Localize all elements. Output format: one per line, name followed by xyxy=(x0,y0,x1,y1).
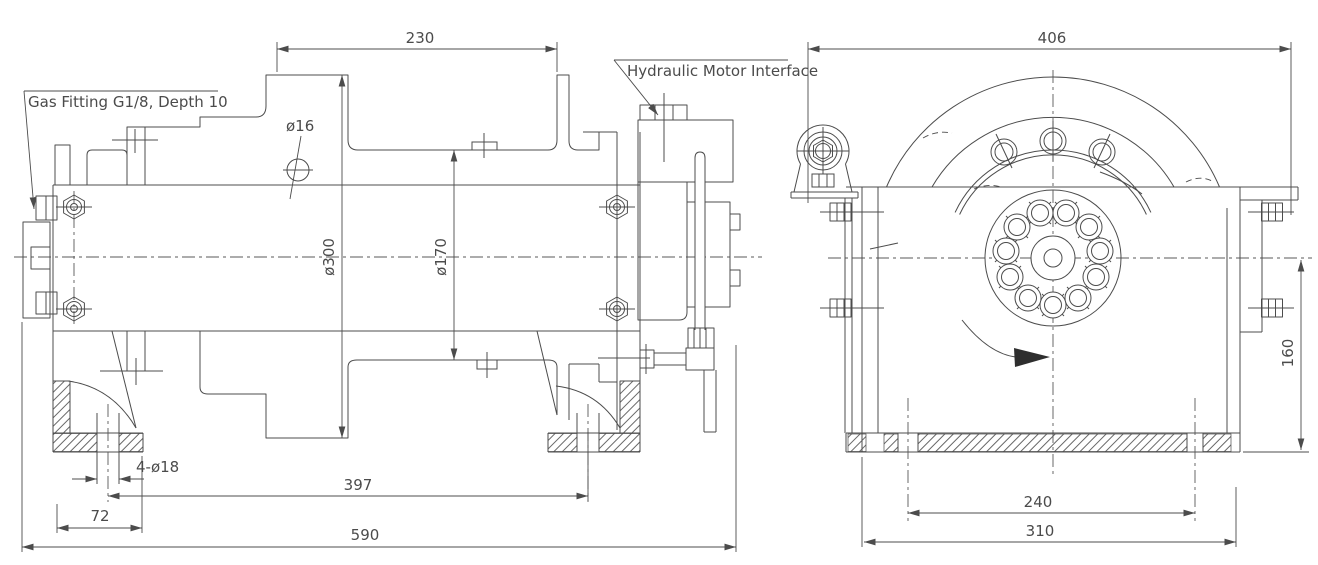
hydraulic-motor xyxy=(583,93,741,433)
dim-overall-length: 590 xyxy=(21,322,737,552)
dim-text-230: 230 xyxy=(406,29,435,47)
dim-text-590: 590 xyxy=(351,526,380,544)
dim-foot-width: 72 xyxy=(56,456,143,533)
side-view: Gas Fitting G1/8, Depth 10 Hydraulic Mot… xyxy=(14,29,818,552)
callout-gas-fitting: Gas Fitting G1/8, Depth 10 xyxy=(23,90,228,210)
dim-mount-holes: 4-ø18 xyxy=(72,458,179,483)
dim-text-406: 406 xyxy=(1038,29,1067,47)
gas-fitting-label: Gas Fitting G1/8, Depth 10 xyxy=(28,93,228,111)
drive-flange xyxy=(984,189,1122,327)
dim-text-o16: ø16 xyxy=(286,117,314,135)
dim-text-o300: ø300 xyxy=(320,238,338,276)
left-foot xyxy=(52,330,163,502)
right-foot xyxy=(536,330,641,502)
dim-overall-width: 406 xyxy=(807,29,1292,215)
dim-flange-diameter: ø300 xyxy=(320,75,346,438)
motor-interface-label: Hydraulic Motor Interface xyxy=(627,62,818,80)
end-view: 406 160 240 310 xyxy=(790,29,1312,547)
dim-text-310: 310 xyxy=(1026,522,1055,540)
dim-text-160: 160 xyxy=(1279,339,1297,368)
callout-motor-interface: Hydraulic Motor Interface xyxy=(613,59,818,116)
dim-drum-length: 230 xyxy=(276,29,558,72)
dim-text-240: 240 xyxy=(1024,493,1053,511)
gas-fitting-bracket xyxy=(22,195,58,319)
lifting-eye xyxy=(790,124,859,199)
dim-mount-hole-spacing: 397 xyxy=(108,432,589,501)
rotation-arrow-icon xyxy=(961,319,1050,367)
end-view-base xyxy=(845,398,1240,521)
dim-axis-height: 160 xyxy=(1243,260,1309,453)
dim-text-4o18: 4-ø18 xyxy=(136,458,179,476)
dim-base-hole-spacing: 240 xyxy=(908,493,1195,517)
dim-text-o170: ø170 xyxy=(432,238,450,276)
dim-drum-diameter: ø170 xyxy=(432,150,458,360)
dim-base-width: 310 xyxy=(861,457,1237,547)
dim-text-72: 72 xyxy=(90,507,109,525)
dim-text-397: 397 xyxy=(344,476,373,494)
